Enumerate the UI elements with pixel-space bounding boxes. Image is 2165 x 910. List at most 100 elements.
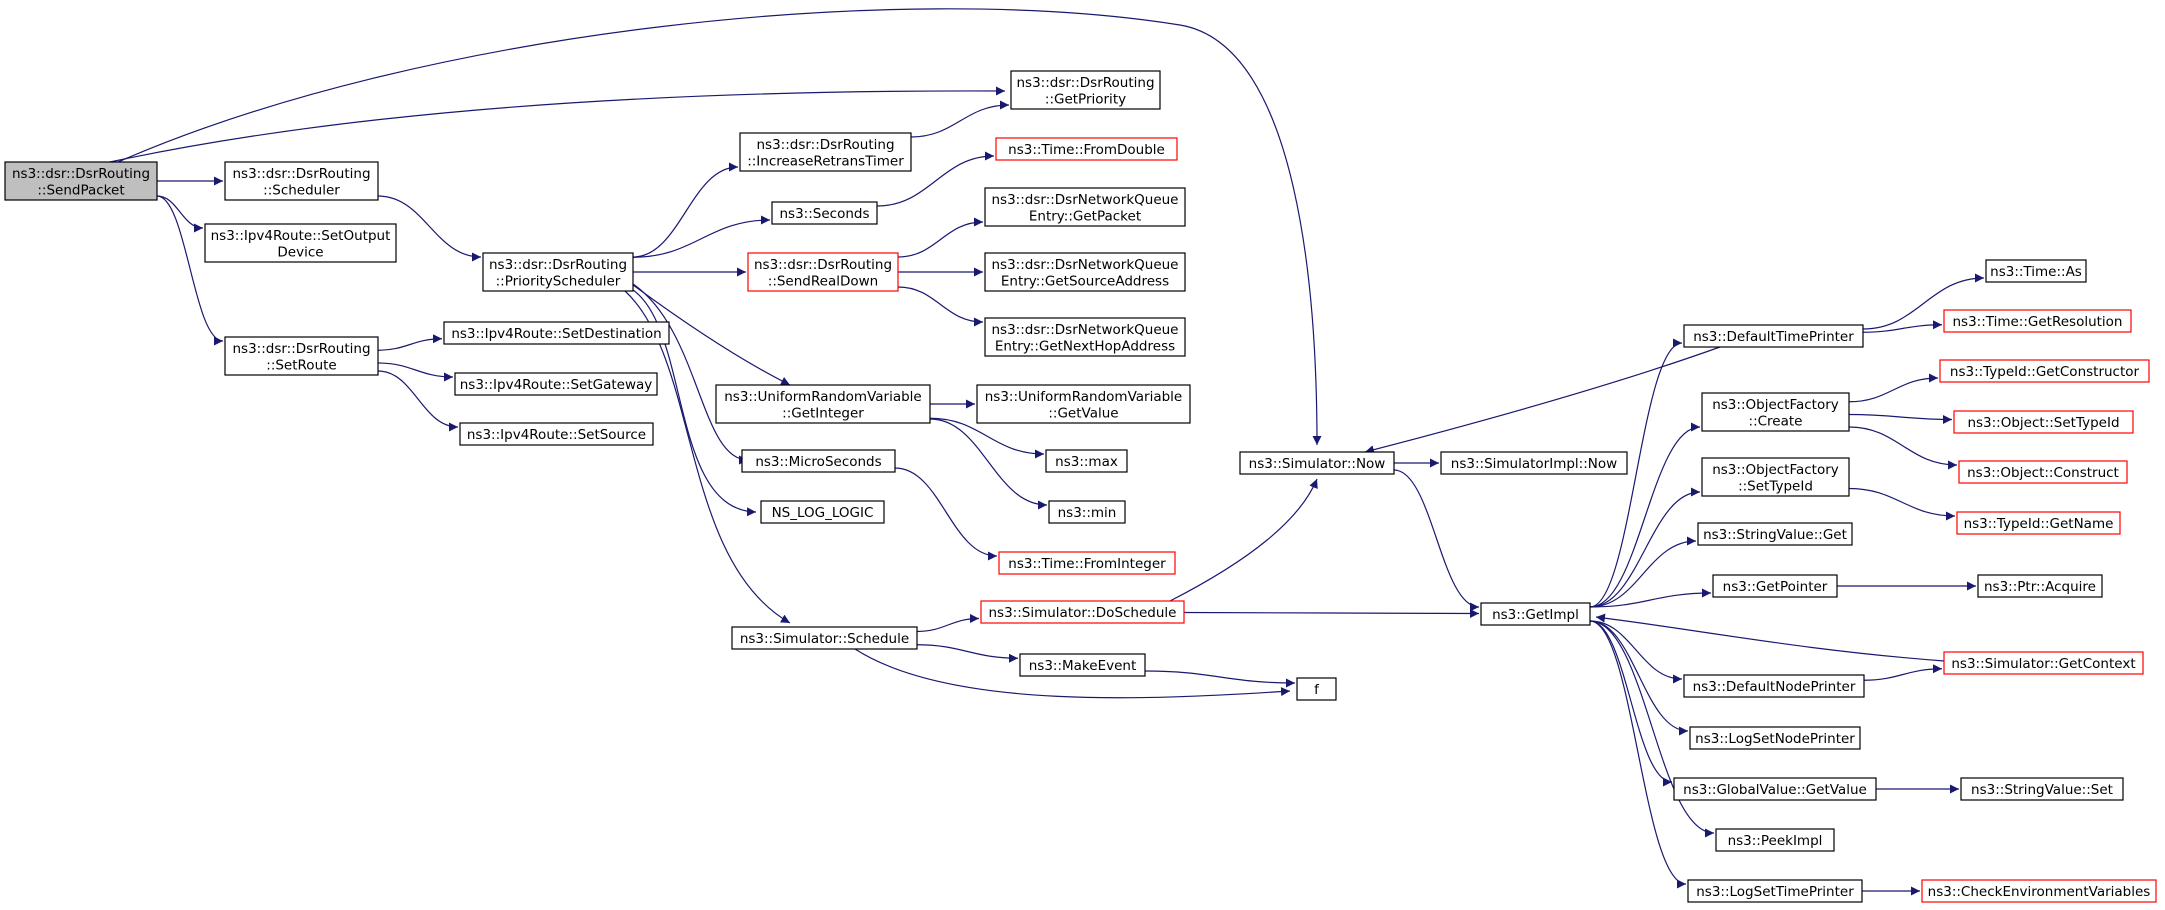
node-max[interactable]: ns3::max [1045,449,1128,473]
node-logsettimeprinter[interactable]: ns3::LogSetTimePrinter [1687,879,1863,903]
node-defaulttimeprinter[interactable]: ns3::DefaultTimePrinter [1683,324,1864,348]
node-getinteger[interactable]: ns3::UniformRandomVariable::GetInteger [715,384,931,424]
node-defaultnodeprinter[interactable]: ns3::DefaultNodePrinter [1683,674,1865,698]
node-peekimpl[interactable]: ns3::PeekImpl [1715,828,1835,852]
node-ofcreate[interactable]: ns3::ObjectFactory::Create [1701,392,1850,432]
node-f[interactable]: f [1296,677,1337,701]
edge-ofcreate-to-getconstructor [1848,373,1939,403]
node-stringvalueget[interactable]: ns3::StringValue::Get [1697,522,1853,546]
node-schedule[interactable]: ns3::Simulator::Schedule [731,626,918,650]
node-box [1480,602,1591,626]
node-getnexthopaddress[interactable]: ns3::dsr::DsrNetworkQueueEntry::GetNextH… [984,317,1186,357]
node-label: ::SetRoute [266,357,336,373]
edge-defaulttimeprinter-to-getresolution [1862,320,1943,333]
node-checkenv[interactable]: ns3::CheckEnvironmentVariables [1921,879,2157,903]
node-label: Entry::GetSourceAddress [1001,273,1169,289]
edge-ofcreate-to-construct [1848,426,1958,470]
node-scheduler[interactable]: ns3::dsr::DsrRouting::Scheduler [224,161,379,201]
node-construct[interactable]: ns3::Object::Construct [1958,460,2128,484]
node-box [980,600,1185,624]
node-label: ns3::TypeId::GetName [1964,516,2114,532]
node-label: ns3::LogSetNodePrinter [1695,731,1855,747]
node-getname[interactable]: ns3::TypeId::GetName [1956,511,2121,535]
node-label: ns3::UniformRandomVariable [724,389,922,405]
node-box [482,252,634,292]
node-label: ns3::ObjectFactory [1712,462,1839,478]
node-label: ns3::CheckEnvironmentVariables [1928,884,2151,900]
node-label: ns3::Time::GetResolution [1952,314,2122,330]
node-label: ns3::DefaultNodePrinter [1693,679,1856,695]
node-box [443,321,670,345]
node-min[interactable]: ns3::min [1048,500,1126,524]
node-getresolution[interactable]: ns3::Time::GetResolution [1943,309,2132,333]
node-box [1701,457,1850,497]
node-seconds[interactable]: ns3::Seconds [771,201,878,225]
node-makeevent[interactable]: ns3::MakeEvent [1019,653,1146,677]
node-increaseretranstimer[interactable]: ns3::dsr::DsrRouting::IncreaseRetransTim… [739,132,912,172]
node-label: ns3::dsr::DsrRouting [12,166,150,182]
edge-defaulttimeprinter-to-simnow [1364,346,1721,455]
edge-sendpacket-to-simnow [117,8,1322,446]
node-nslog[interactable]: NS_LOG_LOGIC [760,500,885,524]
node-label: Device [277,244,323,260]
node-setroute[interactable]: ns3::dsr::DsrRouting::SetRoute [224,336,379,376]
node-box [1048,500,1126,524]
node-label: ns3::Simulator::Now [1249,456,1386,472]
node-box [998,551,1176,575]
node-getvalue[interactable]: ns3::UniformRandomVariable::GetValue [976,384,1191,424]
node-timeas[interactable]: ns3::Time::As [1985,259,2087,283]
node-getconstructor[interactable]: ns3::TypeId::GetConstructor [1939,359,2150,383]
node-doschedule[interactable]: ns3::Simulator::DoSchedule [980,600,1185,624]
node-stringvalueset[interactable]: ns3::StringValue::Set [1960,777,2124,801]
node-settypeid_obj[interactable]: ns3::Object::SetTypeId [1953,410,2134,434]
edge-priorityscheduler-to-increaseretranstimer [632,162,739,258]
node-getsourceaddress[interactable]: ns3::dsr::DsrNetworkQueueEntry::GetSourc… [984,252,1186,292]
edge-schedule-to-f [854,648,1291,699]
node-getpriority[interactable]: ns3::dsr::DsrRouting::GetPriority [1010,70,1161,110]
node-box [1960,777,2124,801]
node-label: Entry::GetPacket [1029,208,1141,224]
edge-sendrealdown-to-getnexthopaddress [897,286,984,327]
node-box [1019,653,1146,677]
edge-ofsettypeid-to-getname [1848,487,1956,521]
edge-getinteger-to-max [929,417,1045,459]
node-simimplnow[interactable]: ns3::SimulatorImpl::Now [1440,451,1628,475]
node-getpointer[interactable]: ns3::GetPointer [1712,574,1838,598]
node-label: ns3::StringValue::Set [1971,782,2113,798]
edge-getcontext-to-getimpl [1595,613,1945,662]
node-setdestination[interactable]: ns3::Ipv4Route::SetDestination [443,321,670,345]
node-timefrominteger[interactable]: ns3::Time::FromInteger [998,551,1176,575]
node-getpacket[interactable]: ns3::dsr::DsrNetworkQueueEntry::GetPacke… [984,187,1186,227]
node-logsetnodeprinter[interactable]: ns3::LogSetNodePrinter [1689,726,1861,750]
node-label: ns3::dsr::DsrRouting [232,166,370,182]
node-sendrealdown[interactable]: ns3::dsr::DsrRouting::SendRealDown [747,252,899,292]
node-setsource[interactable]: ns3::Ipv4Route::SetSource [459,422,654,446]
node-getimpl[interactable]: ns3::GetImpl [1480,602,1591,626]
node-label: ns3::Simulator::DoSchedule [989,605,1177,621]
node-box [715,384,931,424]
node-box [984,317,1186,357]
node-ofsettypeid[interactable]: ns3::ObjectFactory::SetTypeId [1701,457,1850,497]
node-box [1943,651,2144,675]
node-label: ns3::Ptr::Acquire [1984,579,2096,595]
node-setgateway[interactable]: ns3::Ipv4Route::SetGateway [454,372,658,396]
node-simnow[interactable]: ns3::Simulator::Now [1239,451,1395,475]
node-getcontext[interactable]: ns3::Simulator::GetContext [1943,651,2144,675]
edge-getinteger-to-min [929,418,1048,510]
node-label: ns3::Ipv4Route::SetOutput [211,228,391,244]
node-box [1956,511,2121,535]
node-label: ::GetValue [1048,405,1118,421]
node-globalvalueget[interactable]: ns3::GlobalValue::GetValue [1673,777,1877,801]
node-timefromdouble[interactable]: ns3::Time::FromDouble [995,137,1178,161]
edge-getimpl-to-ofcreate [1589,422,1701,608]
node-microseconds[interactable]: ns3::MicroSeconds [741,449,896,473]
node-label: ns3::DefaultTimePrinter [1693,329,1854,345]
node-box [1010,70,1161,110]
node-ptracquire[interactable]: ns3::Ptr::Acquire [1977,574,2103,598]
node-sendpacket[interactable]: ns3::dsr::DsrRouting::SendPacket [4,161,158,201]
node-box [1673,777,1877,801]
node-box [739,132,912,172]
node-priorityscheduler[interactable]: ns3::dsr::DsrRouting::PriorityScheduler [482,252,634,292]
node-label: ns3::Ipv4Route::SetGateway [460,377,653,393]
